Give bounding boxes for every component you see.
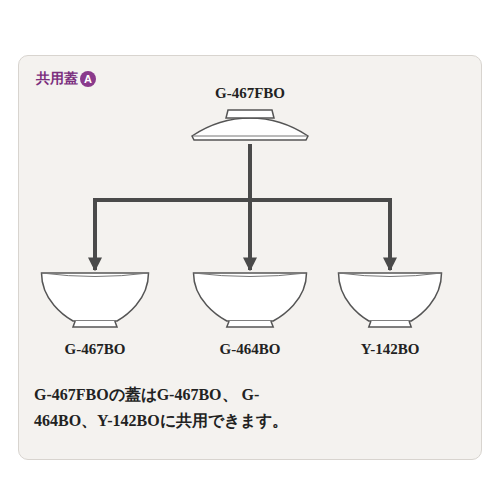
bowl-product: Y-142BO	[337, 270, 443, 358]
product-code: G-467FBO	[215, 84, 285, 102]
lid-rim	[193, 136, 307, 137]
lid-illustration	[190, 106, 310, 144]
bowl-product: G-467BO	[40, 270, 150, 358]
arrow-connector	[250, 144, 390, 270]
bowl-body	[42, 273, 149, 321]
bowl-foot	[73, 321, 117, 327]
lid-knob	[226, 110, 274, 118]
bowl-rim	[194, 273, 307, 277]
bowl-product: G-464BO	[192, 270, 308, 358]
bowl-rim	[339, 273, 442, 277]
lid-body	[192, 118, 308, 140]
bowl-illustration	[40, 270, 150, 330]
bowl-illustration	[337, 270, 443, 330]
bowl-rim	[42, 273, 149, 277]
caption: G-467FBOの蓋はG-467BO、 G-464BO、Y-142BOに共用でき…	[34, 382, 289, 434]
bowl-illustration	[192, 270, 308, 330]
lid-product: G-467FBO	[190, 84, 310, 144]
product-code: G-467BO	[65, 340, 126, 358]
arrow-connector	[248, 144, 252, 270]
arrow-connector	[95, 144, 250, 270]
product-code: Y-142BO	[361, 340, 420, 358]
caption-text: G-467FBOの蓋はG-467BO、 G-464BO、Y-142BOに共用でき…	[34, 386, 288, 429]
bowl-body	[339, 273, 442, 321]
bowl-body	[194, 273, 307, 321]
bowl-foot	[369, 321, 411, 327]
group-label: 共用蓋	[36, 70, 78, 88]
bowl-foot	[227, 321, 273, 327]
product-code: G-464BO	[220, 340, 281, 358]
circled-letter: A	[80, 71, 96, 87]
tag-group: 共用蓋A	[36, 70, 96, 88]
